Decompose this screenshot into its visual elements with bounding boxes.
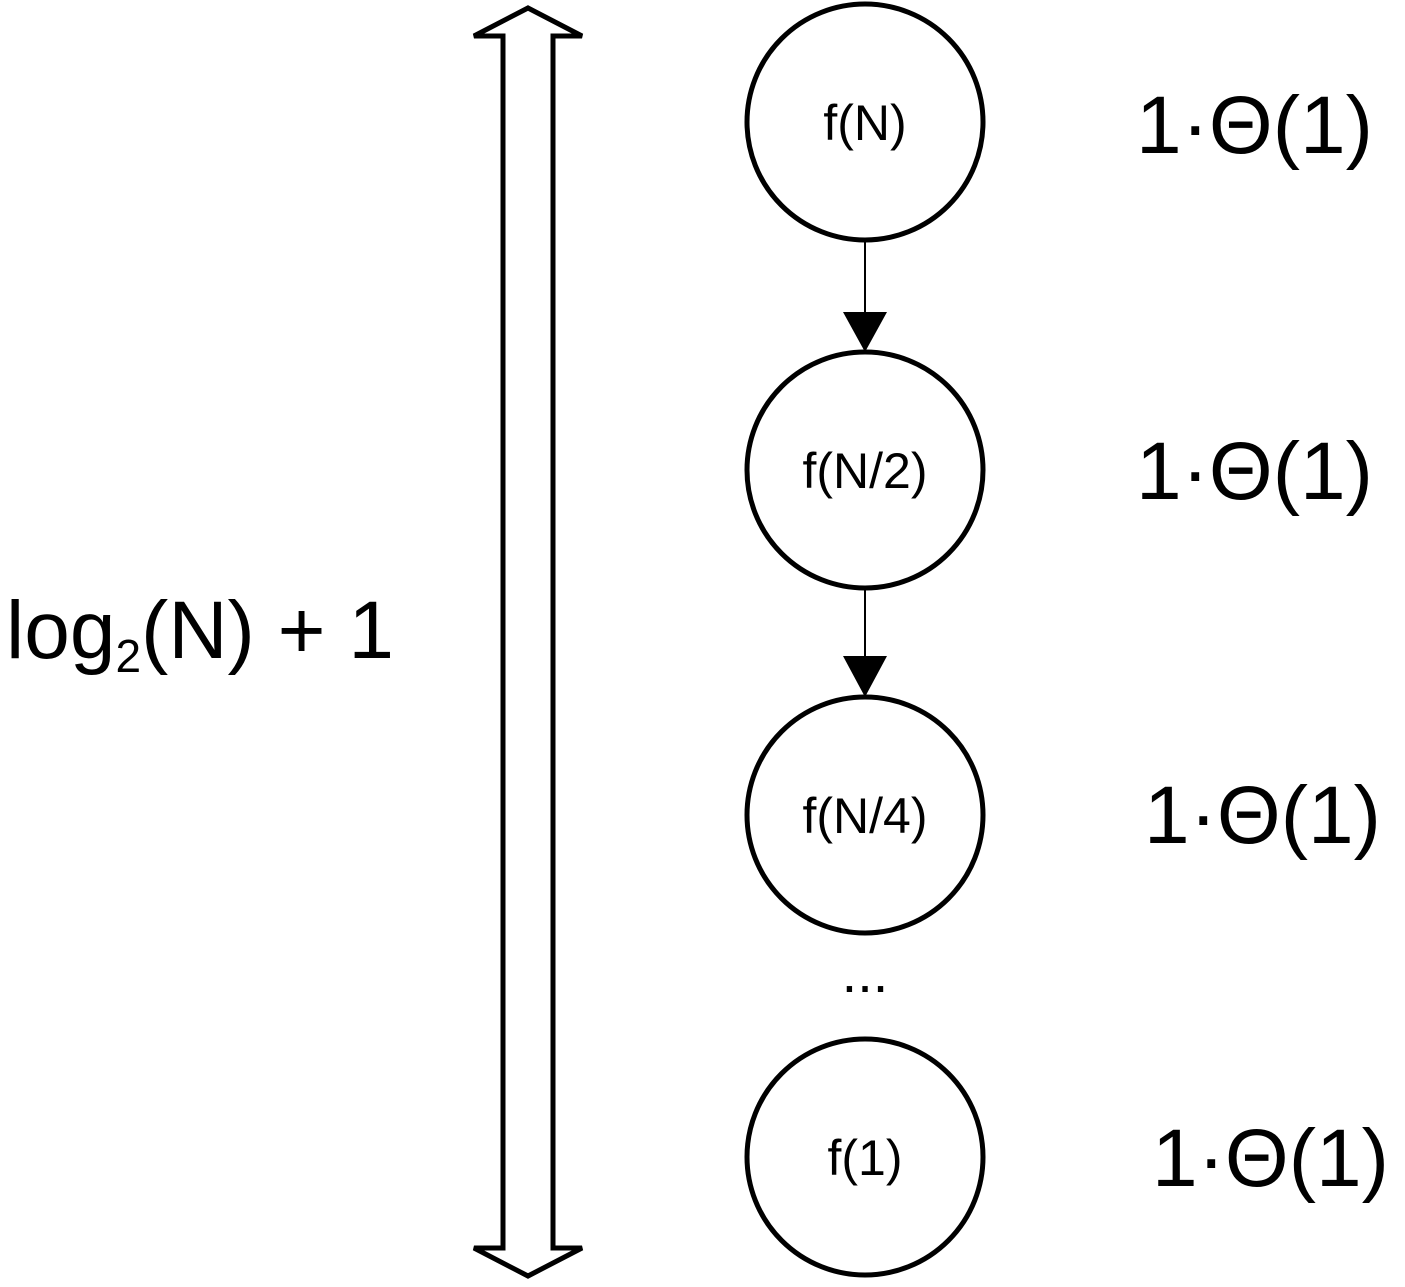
edge-1 [843, 240, 887, 352]
tree-height-label: log2(N) + 1 [6, 585, 394, 682]
node-f-n: f(N) [744, 1, 986, 243]
arrowhead [843, 656, 887, 697]
node-f-n-4: f(N/4) [744, 694, 986, 936]
node-f-1: f(1) [744, 1036, 986, 1278]
node-label: f(N/2) [803, 443, 928, 499]
node-f-n-2: f(N/2) [744, 349, 986, 591]
level-cost-1: 1·Θ(1) [1136, 80, 1373, 171]
level-cost-3: 1·Θ(1) [1144, 770, 1381, 861]
level-cost-2: 1·Θ(1) [1136, 426, 1373, 517]
node-label: f(N) [823, 95, 906, 151]
arrowhead [843, 312, 887, 352]
tree-height-double-arrow [472, 5, 584, 1279]
level-cost-4: 1·Θ(1) [1152, 1113, 1389, 1204]
edge-2 [843, 588, 887, 697]
node-label: f(N/4) [803, 788, 928, 844]
ellipsis: ... [842, 941, 889, 1004]
node-label: f(1) [828, 1130, 903, 1186]
